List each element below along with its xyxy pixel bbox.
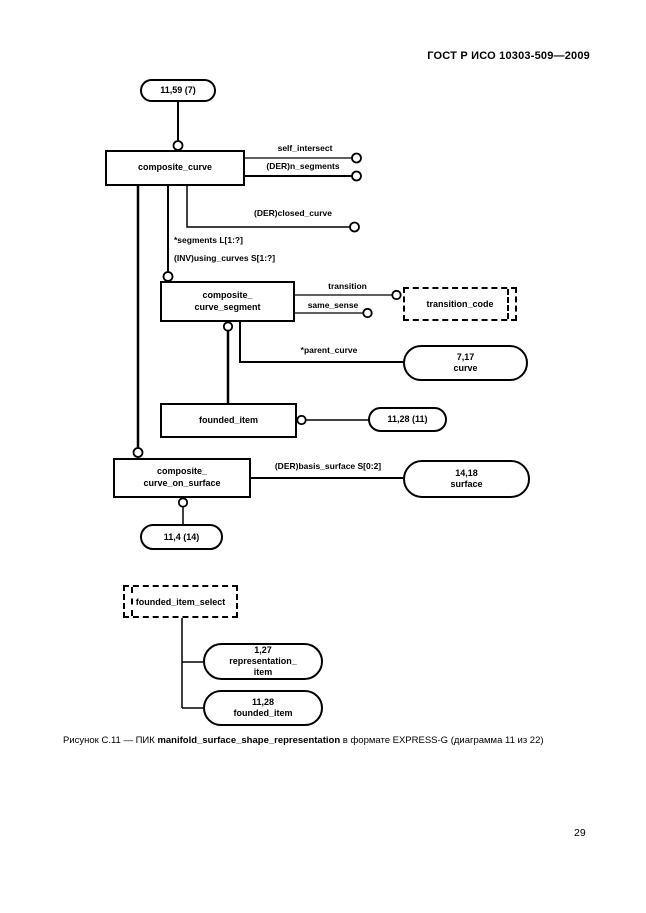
attr-self-intersect: self_intersect: [277, 143, 333, 153]
entity-label: composite_: [202, 289, 253, 300]
entity-label: composite_: [156, 466, 207, 477]
attr-same-sense: same_sense: [307, 300, 359, 310]
type-label: transition_code: [426, 299, 494, 309]
pageref-label: 11,59 (7): [160, 85, 196, 96]
caption-entity-name: manifold_surface_shape_representation: [157, 735, 341, 746]
figure-caption: Рисунок С.11 — ПИК manifold_surface_shap…: [63, 735, 593, 746]
entity-composite-curve-on-surface: composite_ curve_on_surface: [113, 458, 251, 498]
pageref-label: founded_item: [233, 708, 293, 718]
pageref-label: 11,28 (11): [387, 414, 428, 425]
pageref-oval-surface: 14,18 surface: [403, 460, 530, 498]
pageref-oval-representation-item: 1,27 representation_ item: [203, 643, 323, 680]
pageref-label: surface: [450, 479, 483, 489]
type-label: founded_item_select: [135, 596, 226, 607]
document-header-title: ГОСТ Р ИСО 10303-509—2009: [427, 50, 590, 62]
connector-closed-curve: [186, 186, 350, 228]
attr-segments: *segments L[1:?]: [174, 235, 243, 245]
attr-parent-curve: *parent_curve: [300, 345, 358, 355]
type-transition-code: transition_code: [403, 287, 517, 321]
entity-composite-curve: composite_curve: [105, 150, 245, 186]
pageref-oval-11-28-11: 11,28 (11): [368, 407, 447, 432]
attr-transition: transition: [328, 281, 367, 291]
pageref-oval-11-59: 11,59 (7): [140, 79, 216, 102]
entity-label: curve_segment: [194, 301, 261, 312]
entity-composite-curve-segment: composite_ curve_segment: [160, 281, 295, 322]
select-double-line: [131, 587, 133, 616]
circle-self-intersect-end: [351, 152, 362, 164]
pageref-label: curve: [453, 363, 478, 373]
caption-prefix: Рисунок С.11 — ПИК: [63, 735, 158, 746]
circle-on-surface-bottom: [177, 497, 189, 508]
entity-label: curve_on_surface: [143, 478, 221, 488]
pageref-label: 1,27: [254, 645, 272, 656]
circle-closed-curve-end: [349, 221, 360, 233]
type-founded-item-select: founded_item_select: [123, 585, 238, 618]
pageref-label: 7,17: [456, 352, 475, 363]
circle-composite-curve-top: [172, 140, 184, 151]
attr-n-segments: (DER)n_segments: [266, 161, 340, 171]
pageref-label: representation_: [229, 656, 297, 667]
pageref-label: 11,4 (14): [163, 531, 200, 542]
entity-founded-item: founded_item: [160, 403, 297, 438]
circle-same-sense-end: [362, 307, 373, 319]
pageref-label: 14,18: [455, 468, 478, 479]
caption-suffix: в формате EXPRESS-G (диаграмма 11 из 22): [340, 735, 544, 746]
pageref-oval-curve: 7,17 curve: [403, 345, 528, 381]
entity-label: founded_item: [198, 414, 258, 425]
pageref-oval-11-4-14: 11,4 (14): [140, 524, 223, 550]
pageref-label: item: [253, 666, 273, 677]
enumeration-double-line: [507, 289, 509, 319]
circle-n-segments-end: [351, 170, 362, 182]
page-number: 29: [574, 827, 586, 839]
circle-founded-item-right: [296, 414, 307, 426]
attr-basis-surface: (DER)basis_surface S[0:2]: [274, 461, 382, 471]
pageref-label: 11,28: [251, 697, 275, 708]
attr-closed-curve: (DER)closed_curve: [254, 208, 332, 218]
connector-parent-curve: [239, 322, 404, 363]
circle-curve-segment-bottom: [222, 321, 234, 332]
circle-curve-segment-top: [162, 271, 174, 282]
pageref-oval-founded-item: 11,28 founded_item: [203, 690, 323, 726]
attr-using-curves: (INV)using_curves S[1:?]: [174, 253, 276, 263]
circle-transition-end: [391, 289, 402, 301]
entity-label: composite_curve: [137, 162, 213, 173]
circle-on-surface-top: [132, 447, 144, 458]
